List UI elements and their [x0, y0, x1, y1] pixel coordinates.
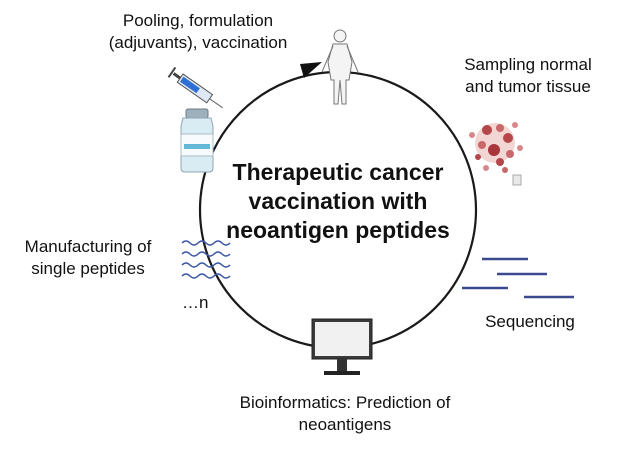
- vial-icon: [180, 108, 214, 173]
- syringe-icon: [167, 66, 224, 109]
- sequence-reads-icon: [462, 257, 574, 299]
- center-title-line3: neoantigen peptides: [226, 217, 450, 243]
- center-title: Therapeutic cancer vaccination with neoa…: [208, 158, 468, 245]
- sequencing-label: Sequencing: [485, 312, 575, 331]
- center-title-line1: Therapeutic cancer: [232, 159, 444, 185]
- human-figure-icon: [321, 29, 359, 105]
- vaccination-label: Pooling, formulation (adjuvants), vaccin…: [108, 11, 288, 52]
- peptide-count-label: …n: [182, 293, 209, 312]
- peptide-waves-icon: [181, 240, 231, 279]
- center-title-line2: vaccination with: [248, 188, 428, 214]
- cycle-arrowhead: [300, 62, 322, 78]
- monitor-icon: [311, 318, 373, 375]
- sampling-label: Sampling normal and tumor tissue: [464, 55, 592, 96]
- manufacturing-label: Manufacturing of single peptides: [24, 237, 152, 278]
- tissue-cells-icon: [469, 122, 523, 186]
- bioinformatics-label: Bioinformatics: Prediction of neoantigen…: [239, 393, 451, 434]
